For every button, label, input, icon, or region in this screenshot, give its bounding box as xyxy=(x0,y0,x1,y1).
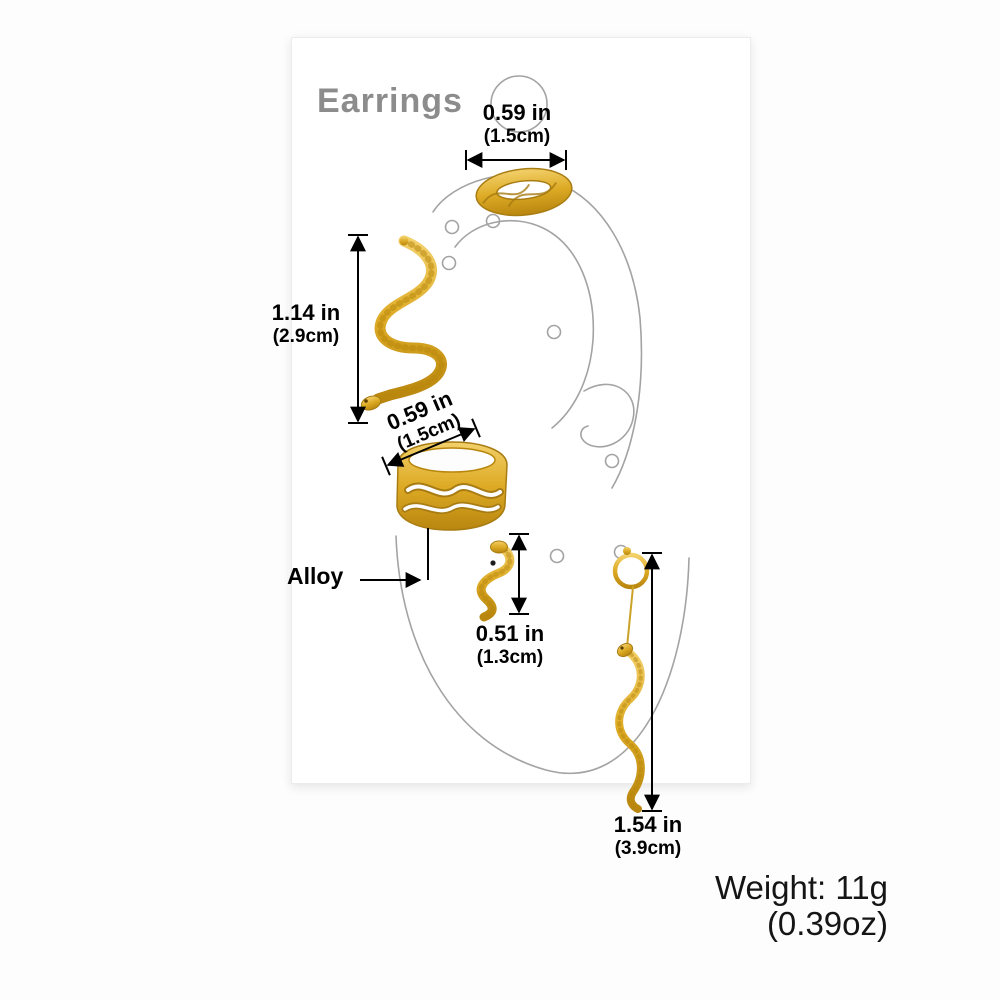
weight-label: Weight: 11g (0.39oz) xyxy=(715,870,888,941)
dangle-measurement-inches: 1.54 in xyxy=(613,812,683,837)
stud-measurement-inches: 0.51 in xyxy=(475,621,545,646)
weight-grams: Weight: 11g xyxy=(714,869,888,906)
left-measurement-cm: (2.9cm) xyxy=(272,325,340,347)
weight-ounces: (0.39oz) xyxy=(766,904,888,942)
earring-display-card xyxy=(291,37,751,784)
card-title: Earrings xyxy=(317,82,463,120)
dangle-measurement-label: 1.54 in (3.9cm) xyxy=(598,812,698,859)
stud-measurement-label: 0.51 in (1.3cm) xyxy=(460,621,560,668)
top-measurement-cm: (1.5cm) xyxy=(483,125,551,147)
material-label: Alloy xyxy=(287,563,344,589)
top-measurement-label: 0.59 in (1.5cm) xyxy=(467,100,567,147)
left-measurement-label: 1.14 in (2.9cm) xyxy=(258,300,354,347)
top-measurement-inches: 0.59 in xyxy=(482,100,552,125)
stud-measurement-cm: (1.3cm) xyxy=(476,646,544,668)
dangle-measurement-cm: (3.9cm) xyxy=(614,837,682,859)
left-measurement-inches: 1.14 in xyxy=(271,300,341,325)
